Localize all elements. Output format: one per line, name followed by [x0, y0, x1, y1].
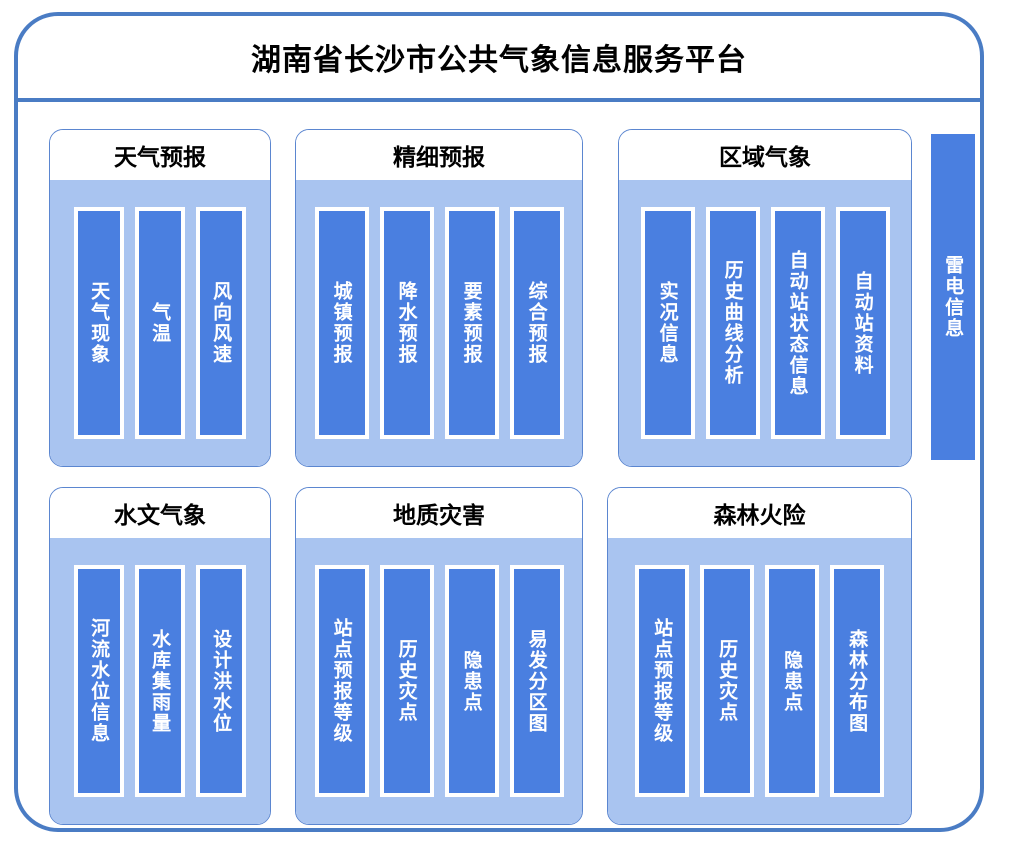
panel-item-label: 河流水位信息	[88, 618, 111, 744]
panel-body: 实况信息 历史曲线分析 自动站状态信息 自动站资料	[619, 180, 911, 466]
panel-item-label: 站点预报等级	[330, 618, 353, 744]
panel-item[interactable]: 易发分区图	[509, 565, 564, 797]
panel-item-label: 站点预报等级	[651, 618, 674, 744]
panel-geological-disaster[interactable]: 地质灾害 站点预报等级 历史灾点 隐患点 易发分区图	[295, 487, 583, 825]
panel-item-label: 风向风速	[210, 281, 233, 365]
panel-header: 精细预报	[296, 130, 582, 180]
panel-item-label: 综合预报	[525, 281, 548, 365]
panel-title: 水文气象	[114, 503, 206, 529]
panel-item[interactable]: 设计洪水位	[196, 565, 246, 797]
panel-item[interactable]: 自动站资料	[835, 207, 890, 439]
panel-item[interactable]: 自动站状态信息	[770, 207, 825, 439]
panel-header: 天气预报	[50, 130, 270, 180]
panel-item-label: 自动站状态信息	[786, 249, 809, 397]
panel-item[interactable]: 站点预报等级	[314, 565, 369, 797]
panel-item-label: 隐患点	[460, 649, 483, 713]
panel-item-label: 气温	[149, 302, 172, 344]
panel-fine-forecast[interactable]: 精细预报 城镇预报 降水预报 要素预报 综合预报	[295, 129, 583, 467]
panel-item-label: 易发分区图	[525, 628, 548, 734]
panel-item-label: 降水预报	[395, 281, 418, 365]
panel-item[interactable]: 天气现象	[74, 207, 124, 439]
panel-header: 水文气象	[50, 488, 270, 538]
page-title: 湖南省长沙市公共气象信息服务平台	[251, 43, 747, 78]
panel-item[interactable]: 历史灾点	[700, 565, 754, 797]
panel-title: 精细预报	[393, 145, 485, 171]
panel-item-label: 历史曲线分析	[721, 260, 744, 386]
panel-item[interactable]: 城镇预报	[314, 207, 369, 439]
panel-item[interactable]: 实况信息	[640, 207, 695, 439]
panel-hydro-meteorology[interactable]: 水文气象 河流水位信息 水库集雨量 设计洪水位	[49, 487, 271, 825]
panel-weather-forecast[interactable]: 天气预报 天气现象 气温 风向风速	[49, 129, 271, 467]
panel-body: 站点预报等级 历史灾点 隐患点 森林分布图	[608, 538, 911, 824]
panel-item-label: 自动站资料	[851, 270, 874, 376]
panel-item[interactable]: 水库集雨量	[135, 565, 185, 797]
panel-header: 区域气象	[619, 130, 911, 180]
panel-forest-fire-risk[interactable]: 森林火险 站点预报等级 历史灾点 隐患点 森林分布图	[607, 487, 912, 825]
platform-title-bar: 湖南省长沙市公共气象信息服务平台	[18, 16, 980, 102]
panel-regional-meteorology[interactable]: 区域气象 实况信息 历史曲线分析 自动站状态信息 自动站资料	[618, 129, 912, 467]
panel-grid: 天气预报 天气现象 气温 风向风速 精细预报 城镇预报	[18, 102, 980, 832]
panel-item-label: 森林分布图	[846, 628, 869, 734]
panel-item[interactable]: 森林分布图	[830, 565, 884, 797]
panel-item-label: 实况信息	[656, 281, 679, 365]
panel-item-label: 城镇预报	[330, 281, 353, 365]
lightning-information-label: 雷电信息	[942, 255, 965, 339]
panel-item[interactable]: 历史灾点	[379, 565, 434, 797]
panel-body: 站点预报等级 历史灾点 隐患点 易发分区图	[296, 538, 582, 824]
panel-item[interactable]: 站点预报等级	[635, 565, 689, 797]
panel-header: 森林火险	[608, 488, 911, 538]
panel-item-label: 历史灾点	[395, 639, 418, 723]
panel-item[interactable]: 综合预报	[509, 207, 564, 439]
panel-item[interactable]: 气温	[135, 207, 185, 439]
panel-body: 城镇预报 降水预报 要素预报 综合预报	[296, 180, 582, 466]
panel-item-label: 设计洪水位	[210, 628, 233, 734]
panel-title: 森林火险	[713, 503, 806, 529]
panel-header: 地质灾害	[296, 488, 582, 538]
lightning-information-bar[interactable]: 雷电信息	[931, 134, 975, 460]
panel-item-label: 隐患点	[781, 649, 804, 713]
panel-item-label: 天气现象	[88, 281, 111, 365]
panel-body: 天气现象 气温 风向风速	[50, 180, 270, 466]
panel-item[interactable]: 隐患点	[444, 565, 499, 797]
panel-title: 天气预报	[114, 145, 206, 171]
panel-item-label: 要素预报	[460, 281, 483, 365]
panel-item[interactable]: 风向风速	[196, 207, 246, 439]
panel-item-label: 水库集雨量	[149, 628, 172, 734]
panel-item-label: 历史灾点	[716, 639, 739, 723]
panel-title: 地质灾害	[393, 503, 485, 529]
panel-item[interactable]: 隐患点	[765, 565, 819, 797]
panel-item[interactable]: 河流水位信息	[74, 565, 124, 797]
platform-frame: 湖南省长沙市公共气象信息服务平台 天气预报 天气现象 气温 风向风速	[14, 12, 984, 832]
panel-item[interactable]: 要素预报	[444, 207, 499, 439]
panel-body: 河流水位信息 水库集雨量 设计洪水位	[50, 538, 270, 824]
panel-item[interactable]: 历史曲线分析	[705, 207, 760, 439]
panel-item[interactable]: 降水预报	[379, 207, 434, 439]
panel-title: 区域气象	[719, 145, 811, 171]
